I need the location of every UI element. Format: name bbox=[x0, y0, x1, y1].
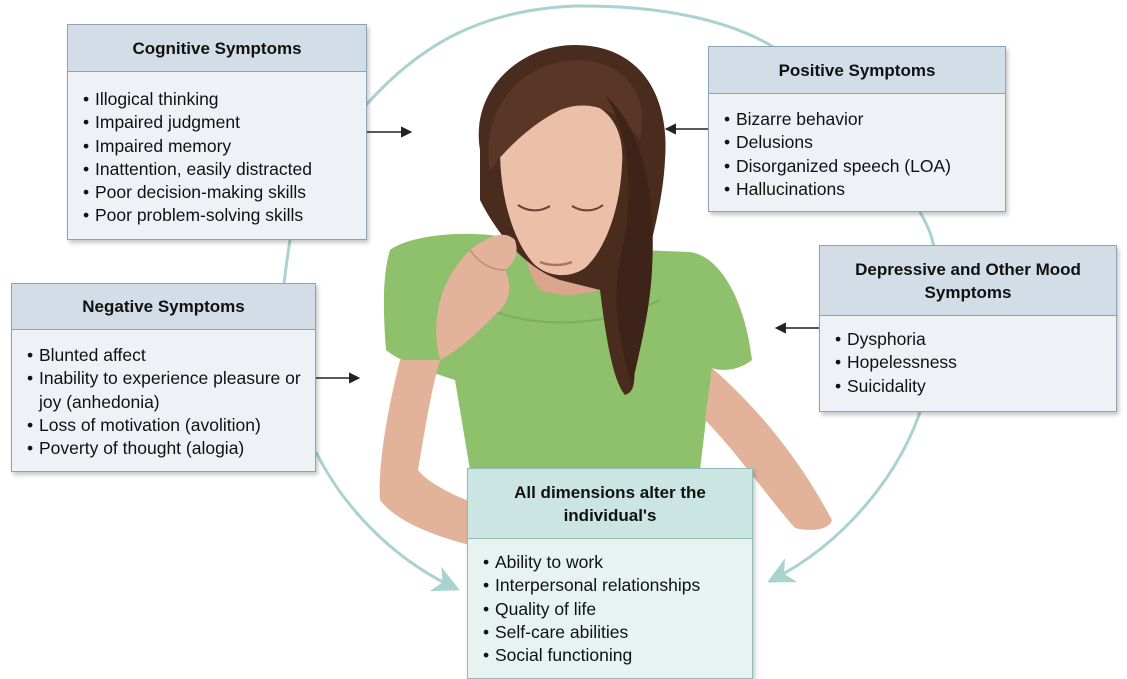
negative-symptoms-title: Negative Symptoms bbox=[12, 284, 315, 330]
mood-symptoms-list: Dysphoria Hopelessness Suicidality bbox=[820, 316, 1116, 398]
positive-symptoms-box: Positive Symptoms Bizarre behavior Delus… bbox=[708, 46, 1006, 212]
list-item: Hopelessness bbox=[835, 351, 1110, 374]
list-item: Impaired memory bbox=[83, 135, 360, 158]
list-item: Hallucinations bbox=[724, 178, 999, 201]
list-item: Poor decision-making skills bbox=[83, 181, 360, 204]
list-item: Ability to work bbox=[483, 551, 746, 574]
list-item: Dysphoria bbox=[835, 328, 1110, 351]
negative-symptoms-list: Blunted affect Inability to experience p… bbox=[12, 330, 315, 460]
positive-symptoms-title: Positive Symptoms bbox=[709, 47, 1005, 94]
outcomes-title: All dimensions alter the individual's bbox=[468, 469, 752, 539]
list-item: Poor problem-solving skills bbox=[83, 204, 360, 227]
cognitive-symptoms-title: Cognitive Symptoms bbox=[68, 25, 366, 72]
list-item: Poverty of thought (alogia) bbox=[27, 437, 309, 460]
mood-symptoms-box: Depressive and Other Mood Symptoms Dysph… bbox=[819, 245, 1117, 412]
list-item: Blunted affect bbox=[27, 344, 309, 367]
outcomes-box: All dimensions alter the individual's Ab… bbox=[467, 468, 753, 679]
list-item: Inattention, easily distracted bbox=[83, 158, 360, 181]
list-item: Social functioning bbox=[483, 644, 746, 667]
positive-symptoms-list: Bizarre behavior Delusions Disorganized … bbox=[709, 94, 1005, 201]
list-item: Quality of life bbox=[483, 598, 746, 621]
list-item: Bizarre behavior bbox=[724, 108, 999, 131]
list-item: Interpersonal relationships bbox=[483, 574, 746, 597]
list-item: Impaired judgment bbox=[83, 111, 360, 134]
list-item: Inability to experience pleasure or joy … bbox=[27, 367, 309, 414]
cognitive-symptoms-list: Illogical thinking Impaired judgment Imp… bbox=[68, 72, 366, 228]
list-item: Delusions bbox=[724, 131, 999, 154]
list-item: Self-care abilities bbox=[483, 621, 746, 644]
list-item: Disorganized speech (LOA) bbox=[724, 155, 999, 178]
mood-symptoms-title: Depressive and Other Mood Symptoms bbox=[820, 246, 1116, 316]
list-item: Illogical thinking bbox=[83, 88, 360, 111]
cognitive-symptoms-box: Cognitive Symptoms Illogical thinking Im… bbox=[67, 24, 367, 240]
list-item: Suicidality bbox=[835, 375, 1110, 398]
list-item: Loss of motivation (avolition) bbox=[27, 414, 309, 437]
negative-symptoms-box: Negative Symptoms Blunted affect Inabili… bbox=[11, 283, 316, 472]
outcomes-list: Ability to work Interpersonal relationsh… bbox=[468, 539, 752, 667]
